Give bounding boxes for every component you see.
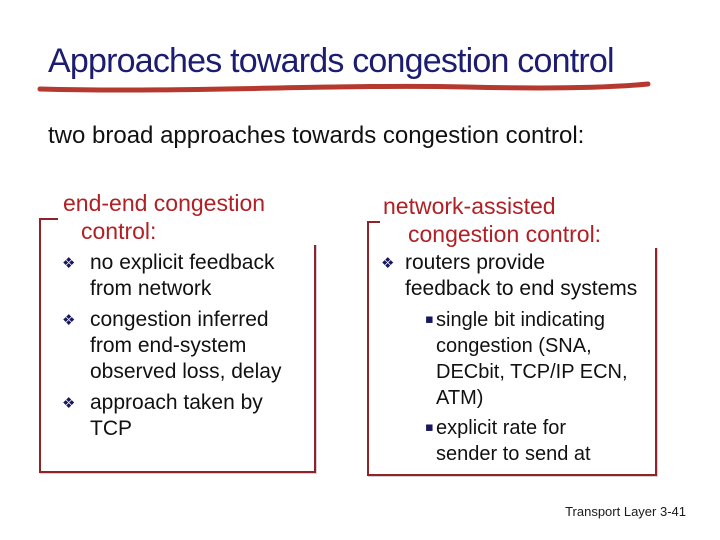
slide-page-footer: Transport Layer 3-41 xyxy=(565,504,686,519)
intro-text: two broad approaches towards congestion … xyxy=(48,122,585,149)
square-bullet-icon: ▪ xyxy=(425,312,434,327)
title-underline-stroke-icon xyxy=(37,81,651,93)
network-assisted-bullet-list: ❖ routers provide feedback to end system… xyxy=(381,250,657,471)
sub-list-item: ▪ single bit indicating congestion (SNA,… xyxy=(425,307,657,411)
square-bullet-icon: ▪ xyxy=(425,420,434,435)
slide-title: Approaches towards congestion control xyxy=(48,42,615,80)
end-end-bullet-list: ❖ no explicit feedback from network ❖ co… xyxy=(62,250,314,447)
diamond-bullet-icon: ❖ xyxy=(62,311,76,329)
network-assisted-box-header: network-assisted congestion control: xyxy=(380,192,660,248)
diamond-bullet-icon: ❖ xyxy=(381,254,395,272)
list-item: ❖ no explicit feedback from network xyxy=(62,250,314,302)
bullet-text: congestion inferred from end-system obse… xyxy=(90,308,282,383)
bullet-text: approach taken by TCP xyxy=(90,391,263,440)
sub-bullet-text: single bit indicating congestion (SNA, D… xyxy=(436,309,628,409)
bullet-text: routers provide feedback to end systems xyxy=(405,251,638,300)
diamond-bullet-icon: ❖ xyxy=(62,254,76,272)
list-item: ❖ congestion inferred from end-system ob… xyxy=(62,307,314,385)
sub-list-item: ▪ explicit rate for sender to send at xyxy=(425,415,657,467)
list-item: ❖ routers provide feedback to end system… xyxy=(381,250,657,302)
diamond-bullet-icon: ❖ xyxy=(62,394,76,412)
bullet-text: no explicit feedback from network xyxy=(90,251,275,300)
sub-bullet-text: explicit rate for sender to send at xyxy=(436,417,591,465)
list-item: ❖ approach taken by TCP xyxy=(62,390,314,442)
end-end-box-header: end-end congestion control: xyxy=(58,189,321,245)
sub-bullet-list: ▪ single bit indicating congestion (SNA,… xyxy=(425,307,657,467)
